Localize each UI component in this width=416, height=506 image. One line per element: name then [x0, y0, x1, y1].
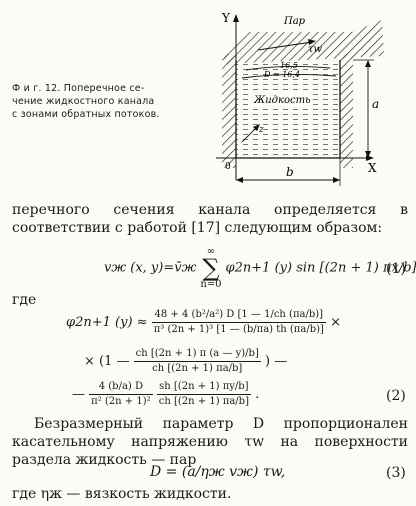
equation-2-row-2: × (1 — ch [(2n + 1) π (a — y)/b]ch [(2n …: [84, 348, 288, 374]
z-label: z: [258, 125, 264, 135]
caption-line-1: Ф и г. 12. Поперечное се-: [12, 83, 145, 94]
contour-label-16-4: D = 16,4: [263, 70, 300, 79]
where-label-1: где: [12, 292, 37, 308]
eq1-sum: ∞∑n=0: [200, 246, 222, 290]
caption-line-2: чение жидкостного канала: [12, 96, 155, 107]
tau-label: τw: [308, 44, 323, 55]
eq1-rhs: φ2n+1 (y) sin [(2n + 1) πx/b],: [225, 260, 416, 276]
eq2-number: (2): [386, 388, 406, 404]
contour-16-4: [241, 73, 337, 79]
right-wall: [340, 54, 353, 168]
y-axis-label: Y: [221, 11, 231, 25]
left-wall: [222, 54, 236, 168]
eq2-frac-2: ch [(2n + 1) π (a — y)/b]ch [(2n + 1) πa…: [133, 348, 261, 374]
caption-line-3: с зонами обратных потоков.: [12, 109, 160, 120]
width-label: b: [286, 165, 294, 179]
height-label: a: [372, 97, 379, 111]
eq1-number: (1): [386, 261, 406, 277]
eq2-frac-4: sh [(2n + 1) πy/b]ch [(2n + 1) πa/b]: [156, 381, 251, 407]
origin-label: 0: [225, 162, 231, 172]
eq2-frac-1: 48 + 4 (b²/a²) D [1 — 1/ch (πa/b)]π³ (2n…: [151, 309, 326, 335]
equation-3: D = (a/ηж vж) τw,: [150, 464, 286, 480]
contour-label-16-5: 16,5: [280, 61, 298, 70]
paragraph-1: перечного сечения канала определяется в …: [12, 202, 408, 236]
figure-caption: Ф и г. 12. Поперечное се- чение жидкостн…: [12, 82, 212, 121]
channel-cross-section-figure: Y X 0 Пар 16,5 D = 16,4 τw Жидкость z a …: [216, 11, 384, 186]
top-hatch: [222, 20, 384, 64]
eq1-lhs: vж (x, y)=v̄ж: [104, 260, 197, 276]
eq3-number: (3): [386, 465, 406, 481]
steam-label: Пар: [283, 16, 306, 27]
x-axis-label: X: [368, 161, 377, 175]
liquid-region: [236, 64, 340, 158]
equation-2-row-1: φ2n+1 (y) ≈ 48 + 4 (b²/a²) D [1 — 1/ch (…: [66, 309, 341, 335]
contour-16-5: [245, 65, 331, 71]
final-line: где ηж — вязкость жидкости.: [12, 486, 232, 502]
liquid-label: Жидкость: [253, 95, 311, 106]
eq2-lhs: φ2n+1 (y) ≈: [66, 315, 148, 330]
paragraph-2: Безразмерный параметр D пропорционален к…: [12, 416, 408, 468]
